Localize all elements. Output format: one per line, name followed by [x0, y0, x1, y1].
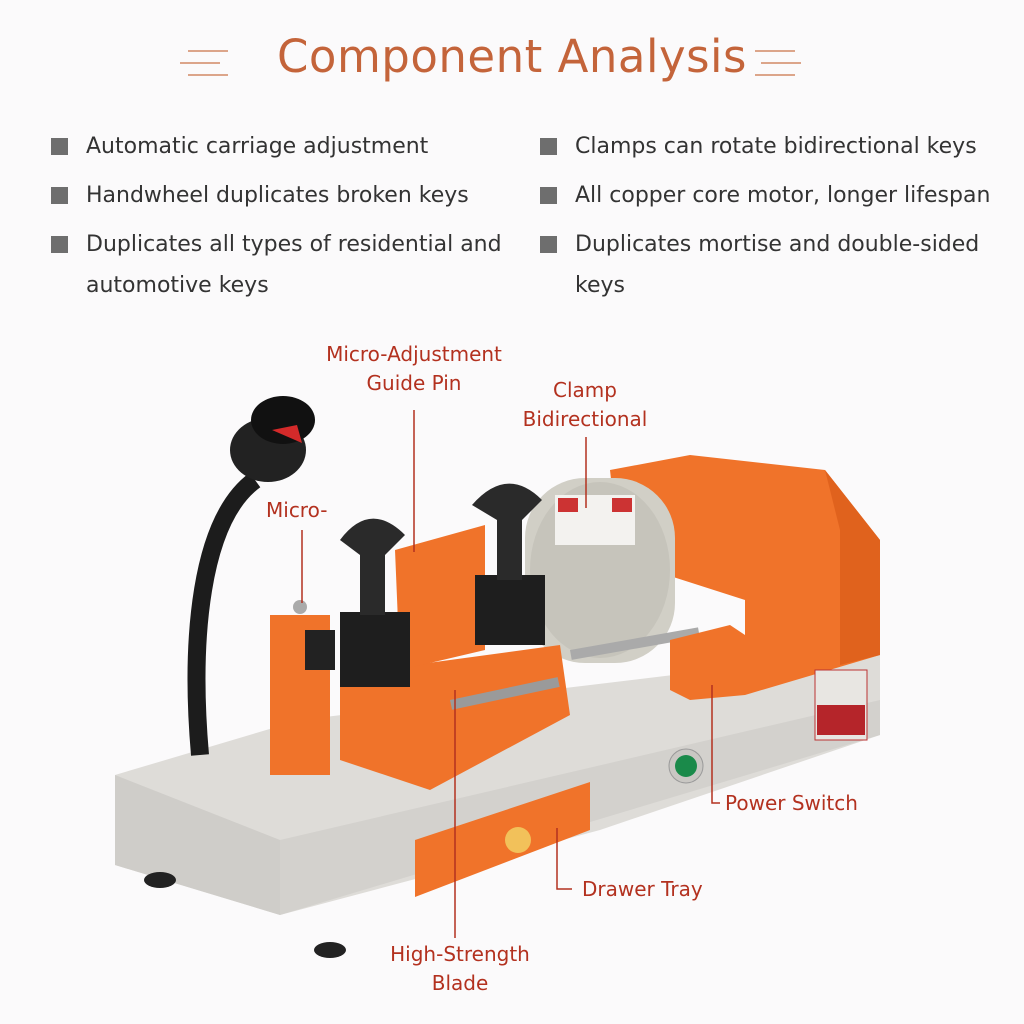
drawer-tray	[415, 782, 590, 897]
callout-guide-pin: Micro-Adjustment Guide Pin	[304, 340, 524, 398]
feature-text: Duplicates mortise and double-sided keys	[575, 232, 980, 298]
guide-shaft	[569, 627, 700, 660]
bullet-square-icon	[51, 187, 68, 204]
clamp-handle	[472, 483, 542, 580]
drawer-knob	[505, 827, 531, 853]
carriage-end	[670, 625, 745, 700]
feature-text: Clamps can rotate bidirectional keys	[575, 134, 977, 159]
bullet-square-icon	[51, 236, 68, 253]
feature-item: Duplicates mortise and double-sided keys	[540, 224, 1005, 306]
feature-text: Duplicates all types of residential and …	[86, 232, 502, 298]
callout-power-switch: Power Switch	[725, 789, 858, 818]
callout-blade: High-Strength Blade	[370, 940, 550, 998]
foot	[314, 942, 346, 958]
page-title: Component Analysis	[277, 30, 747, 83]
title-decoration-right	[755, 50, 805, 80]
title-decoration-left	[180, 50, 230, 80]
callout-text: Clamp	[553, 378, 617, 402]
callout-text: Bidirectional	[522, 407, 648, 431]
callout-text: High-Strength	[390, 942, 530, 966]
drawer-tray-leader	[556, 828, 572, 890]
callout-text: Micro-	[266, 498, 328, 522]
callout-text: Blade	[431, 971, 489, 995]
feature-item: Handwheel duplicates broken keys	[51, 175, 469, 216]
callout-drawer-tray: Drawer Tray	[582, 875, 703, 904]
bullet-square-icon	[540, 187, 557, 204]
foot	[144, 872, 176, 888]
motor-housing	[610, 455, 880, 695]
flexible-hose	[187, 472, 261, 756]
clamp	[340, 612, 410, 687]
feature-text: Handwheel duplicates broken keys	[86, 183, 469, 208]
callout-text: Drawer Tray	[582, 877, 703, 901]
feature-item: All copper core motor, longer lifespan	[540, 175, 991, 216]
clamp-handle	[340, 518, 405, 615]
feature-item: Automatic carriage adjustment	[51, 126, 429, 167]
callout-text: Guide Pin	[366, 371, 462, 395]
base-plate-front	[115, 775, 280, 915]
bullet-square-icon	[540, 138, 557, 155]
feature-text: Automatic carriage adjustment	[86, 134, 429, 159]
callout-micro: Micro-	[266, 496, 327, 525]
feature-text: All copper core motor, longer lifespan	[575, 183, 991, 208]
feature-item: Clamps can rotate bidirectional keys	[540, 126, 977, 167]
callout-text: Power Switch	[725, 791, 858, 815]
clamp	[475, 575, 545, 645]
callout-lines	[301, 410, 720, 938]
bullet-square-icon	[540, 236, 557, 253]
bullet-square-icon	[51, 138, 68, 155]
feature-item: Duplicates all types of residential and …	[51, 224, 506, 306]
power-switch-leader	[711, 685, 720, 804]
callout-text: Micro-Adjustment	[326, 342, 502, 366]
callout-clamp: Clamp Bidirectional	[500, 376, 670, 434]
